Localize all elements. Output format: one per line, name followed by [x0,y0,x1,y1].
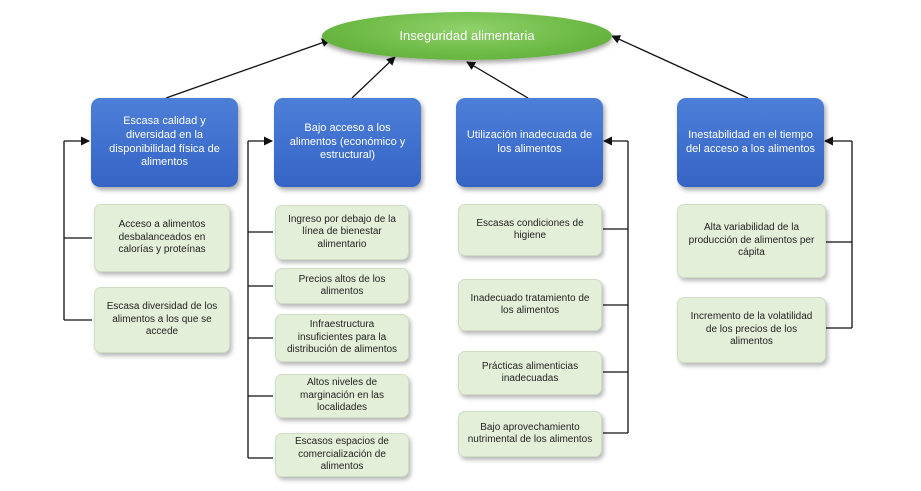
item-label: Incremento de la volatilidad de los prec… [690,311,813,348]
list-item: Ingreso por debajo de la línea de bienes… [275,205,409,260]
list-item: Incremento de la volatilidad de los prec… [677,297,826,363]
list-item: Escasa diversidad de los alimentos a los… [94,287,230,353]
item-label: Prácticas alimenticias inadecuadas [481,360,579,385]
item-label: Escasos espacios de comercialización de … [295,436,389,473]
item-label: Altos niveles de marginación en las loca… [300,377,384,414]
arrow-cat2-to-root [351,56,396,99]
list-item: Escasos espacios de comercialización de … [275,433,409,477]
root-label: Inseguridad alimentaria [399,27,535,43]
list-item: Prácticas alimenticias inadecuadas [458,351,602,395]
list-item: Altos niveles de marginación en las loca… [275,374,409,418]
category-low-access: Bajo acceso a los alimentos (económico y… [274,98,421,187]
list-item: Infraestructura insuficientes para la di… [275,314,409,362]
list-item: Inadecuado tratamiento de los alimentos [458,279,602,331]
arrow-cat1-to-root [165,38,331,99]
arrow-cat3-to-root [466,61,529,99]
item-label: Alta variabilidad de la producción de al… [688,222,815,259]
list-item: Alta variabilidad de la producción de al… [677,204,826,278]
item-label: Inadecuado tratamiento de los alimentos [470,292,590,317]
category-label: Inestabilidad en el tiempo del acceso a … [685,128,815,155]
category-label: Bajo acceso a los alimentos (económico y… [289,121,406,162]
category-instability: Inestabilidad en el tiempo del acceso a … [677,98,824,187]
category-label: Escasa calidad y diversidad en la dispon… [109,115,220,169]
root-node: Inseguridad alimentaria [322,12,612,60]
category-label: Utilización inadecuada de los alimentos [466,128,593,155]
list-item: Acceso a alimentos desbalanceados en cal… [94,204,230,272]
list-item: Precios altos de los alimentos [275,268,409,304]
item-label: Infraestructura insuficientes para la di… [286,319,398,356]
item-label: Precios altos de los alimentos [298,273,386,298]
item-label: Escasa diversidad de los alimentos a los… [106,301,218,338]
list-item: Bajo aprovechamiento nutrimental de los … [458,411,602,457]
item-label: Escasas condiciones de higiene [476,217,584,242]
category-quality-diversity: Escasa calidad y diversidad en la dispon… [91,98,238,187]
arrow-cat4-to-root [611,35,749,99]
item-label: Acceso a alimentos desbalanceados en cal… [118,219,206,256]
category-inadequate-use: Utilización inadecuada de los alimentos [456,98,603,187]
item-label: Bajo aprovechamiento nutrimental de los … [467,421,593,446]
item-label: Ingreso por debajo de la línea de bienes… [288,213,396,250]
list-item: Escasas condiciones de higiene [458,204,602,256]
